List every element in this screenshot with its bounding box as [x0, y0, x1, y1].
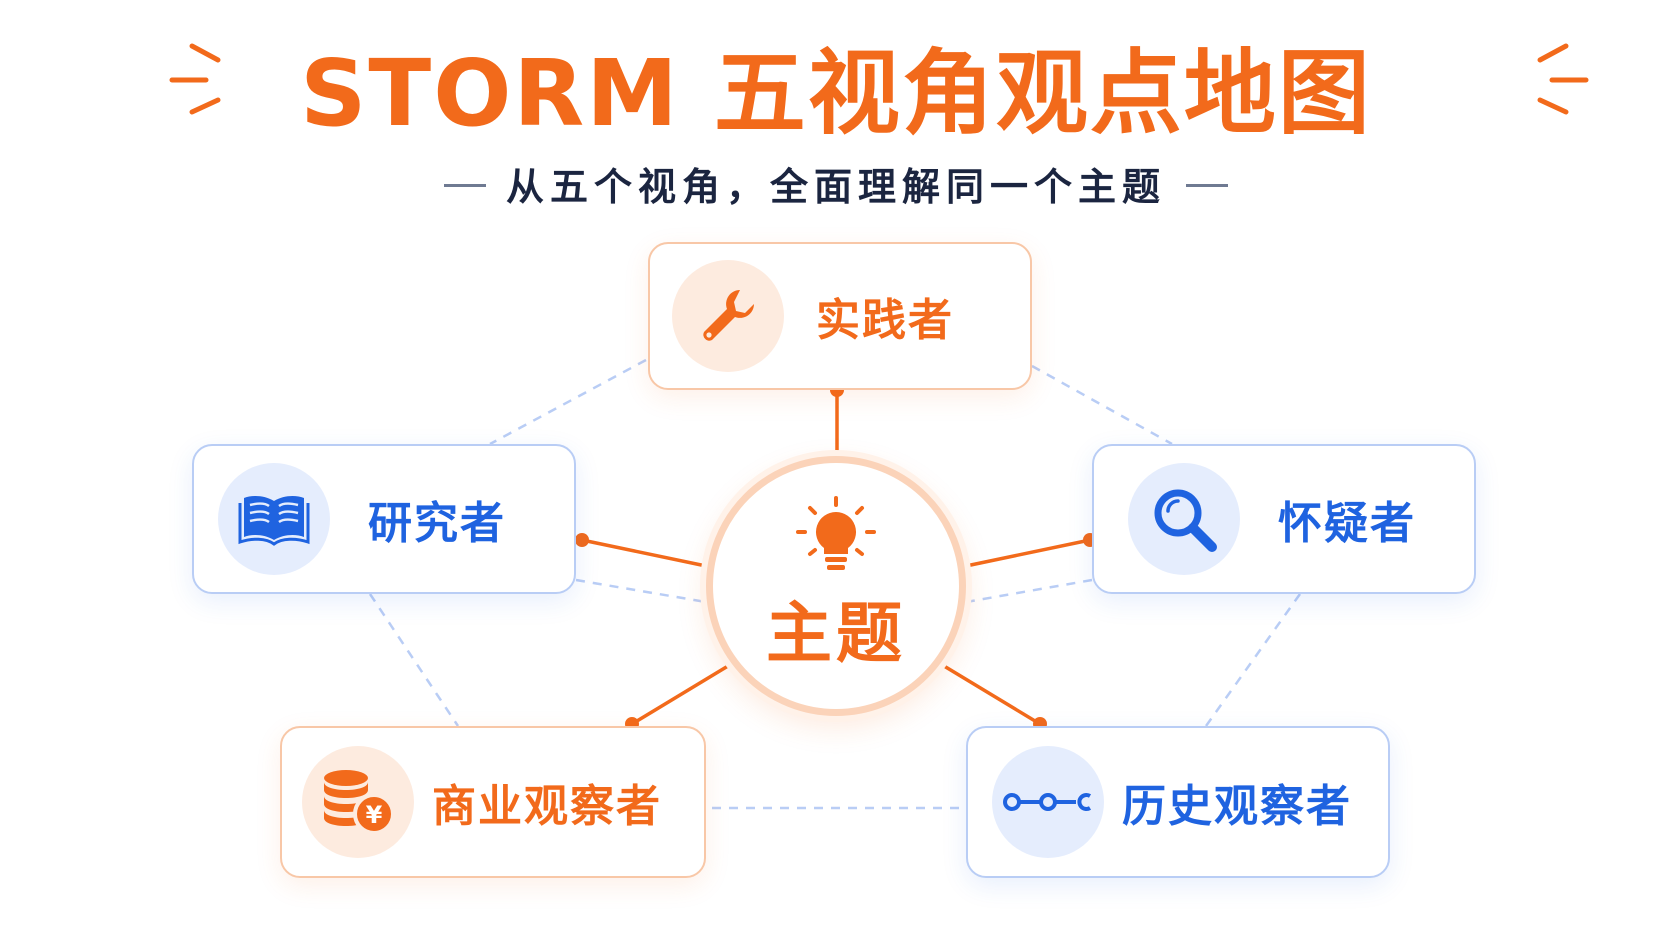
business-icon-badge: ¥ [302, 746, 414, 858]
dashed-link-skeptic-center [965, 578, 1093, 604]
wrench-icon [703, 290, 754, 341]
dashed-link-skeptic-history [1204, 593, 1302, 727]
skeptic-icon-badge [1128, 463, 1240, 575]
subtitle-dash-left [443, 184, 486, 187]
page-subtitle: 从五个视角，全面理解同一个主题 [0, 160, 1672, 214]
spoke-history [943, 664, 1041, 726]
lightbulb-icon [796, 496, 876, 570]
history-icon-badge [992, 746, 1104, 858]
node-history-observer[interactable]: 历史观察者 [966, 726, 1390, 878]
title-burst-right-icon [1537, 43, 1589, 115]
title-burst-left-icon [169, 43, 221, 115]
spoke-business [631, 664, 729, 726]
skeptic-label: 怀疑者 [1278, 498, 1416, 549]
magnifier-icon [1154, 489, 1217, 552]
node-researcher[interactable]: 研究者 [192, 444, 576, 594]
node-practitioner[interactable]: 实践者 [648, 242, 1032, 390]
subtitle-dash-right [1186, 184, 1228, 187]
practitioner-icon-badge [672, 260, 784, 372]
researcher-label: 研究者 [368, 498, 506, 549]
business-label: 商业观察者 [432, 781, 662, 832]
dashed-link-practitioner-skeptic [1031, 364, 1173, 446]
svg-text:¥: ¥ [366, 801, 383, 829]
book-icon [238, 496, 310, 546]
node-skeptic[interactable]: 怀疑者 [1092, 444, 1476, 594]
spoke-dot-researcher [575, 533, 589, 547]
center-label: 主题 [766, 595, 906, 672]
dashed-link-researcher-center [575, 578, 707, 604]
coins-yen-icon: ¥ [324, 770, 395, 835]
dashed-link-researcher-business [368, 593, 460, 727]
dashed-link-practitioner-researcher [489, 358, 647, 446]
spoke-researcher [581, 538, 707, 568]
center-topic[interactable]: 主题 [706, 456, 966, 716]
researcher-icon-badge [218, 463, 330, 575]
timeline-icon [1003, 793, 1092, 811]
history-label: 历史观察者 [1122, 781, 1352, 832]
subtitle-text: 从五个视角，全面理解同一个主题 [505, 165, 1166, 209]
practitioner-label: 实践者 [816, 295, 954, 346]
spoke-skeptic [965, 538, 1091, 568]
node-business-observer[interactable]: ¥ 商业观察者 [280, 726, 706, 878]
page-title: STORM 五视角观点地图 [300, 40, 1372, 147]
